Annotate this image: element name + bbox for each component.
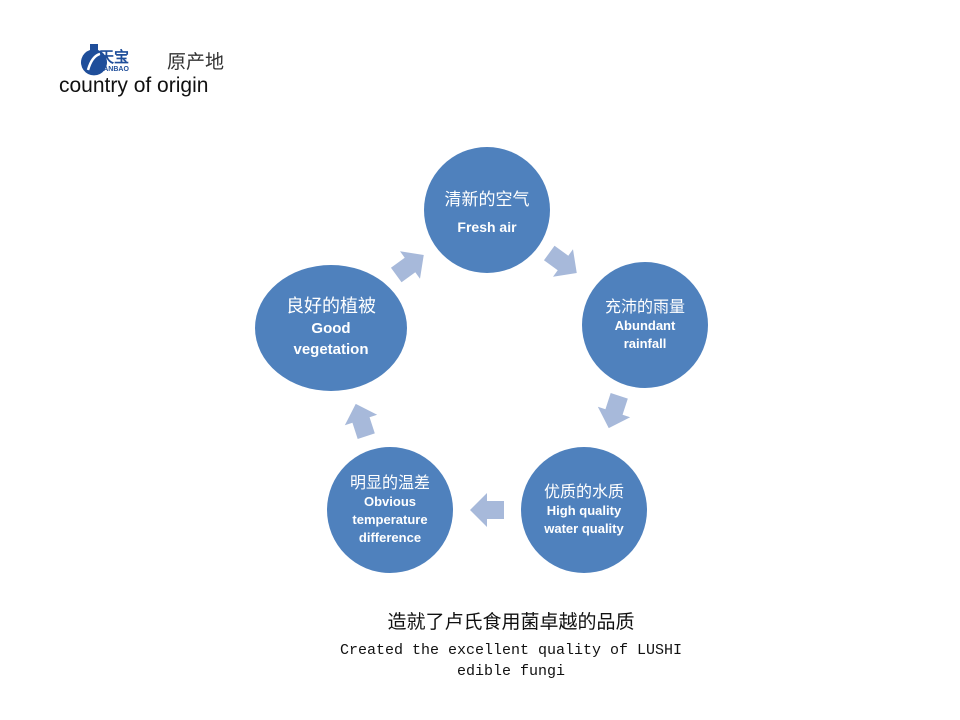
footer-title-en: Created the excellent quality of LUSHI e… — [0, 640, 960, 682]
node-fresh-air: 清新的空气 Fresh air — [437, 168, 537, 258]
node-label-cn: 良好的植被 — [286, 295, 376, 317]
arrow-icon — [390, 251, 424, 283]
node-label-en: Abundant rainfall — [614, 318, 676, 351]
node-circle-rainfall — [582, 262, 708, 388]
node-label-cn: 优质的水质 — [543, 482, 624, 501]
node-label-cn: 明显的温差 — [349, 473, 430, 492]
node-label-en: High quality water quality — [544, 503, 624, 536]
node-circle-vegetation — [255, 265, 407, 391]
tianbao-logo-icon — [81, 44, 107, 76]
logo-subtext: TIANBAO — [97, 66, 129, 73]
node-circle-water — [521, 447, 647, 573]
footer-title-cn: 造就了卢氏食用菌卓越的品质 — [387, 611, 635, 633]
arrow-icon — [344, 403, 378, 439]
page-title-cn: 原产地 — [167, 51, 225, 73]
node-rainfall: 充沛的雨量 Abundant rainfall — [595, 290, 695, 360]
node-vegetation: 良好的植被 Good vegetation — [276, 285, 386, 370]
page-title-en: country of origin — [59, 74, 209, 97]
footer-line-2: edible fungi — [456, 663, 566, 680]
footer-line-1: Created the excellent quality of LUSHI — [339, 642, 683, 659]
node-label-cn: 清新的空气 — [444, 190, 530, 210]
node-circle-temperature — [327, 447, 453, 573]
logo-text: 天宝 — [99, 48, 130, 66]
node-label-en: Fresh air — [457, 219, 517, 235]
arrow-icon — [543, 245, 577, 277]
node-label-en: Good vegetation — [293, 319, 369, 358]
arrow-icon — [597, 393, 631, 429]
node-water: 优质的水质 High quality water quality — [534, 465, 634, 555]
node-label-cn: 充沛的雨量 — [604, 297, 685, 316]
node-circle-fresh-air — [424, 147, 550, 273]
node-temperature: 明显的温差 Obvious temperature difference — [335, 465, 445, 555]
node-label-en: Obvious temperature difference — [352, 494, 428, 545]
arrow-icon — [470, 493, 504, 527]
